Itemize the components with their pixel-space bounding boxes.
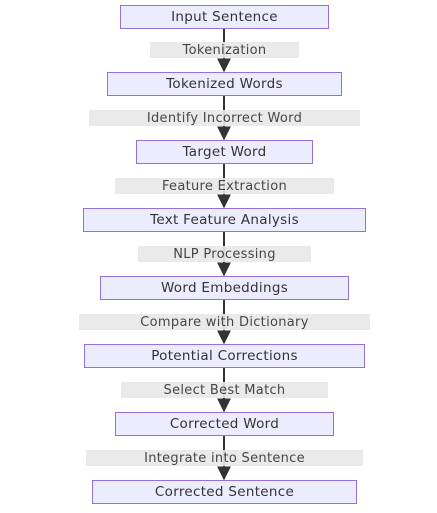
node-target-word: Target Word [136,140,313,164]
edge-label-integrate-into-sentence: Integrate into Sentence [86,450,363,466]
node-word-embeddings: Word Embeddings [100,276,349,300]
node-input-sentence: Input Sentence [120,5,329,29]
node-tokenized-words: Tokenized Words [107,72,342,96]
edge-label-compare-with-dictionary: Compare with Dictionary [79,314,370,330]
edge-label-identify-incorrect-word: Identify Incorrect Word [89,110,360,126]
node-corrected-sentence: Corrected Sentence [92,480,357,504]
edge-label-tokenization: Tokenization [150,42,299,58]
edge-label-nlp-processing: NLP Processing [138,246,311,262]
edge-label-feature-extraction: Feature Extraction [115,178,334,194]
node-potential-corrections: Potential Corrections [84,344,365,368]
edge-label-select-best-match: Select Best Match [121,382,328,398]
node-corrected-word: Corrected Word [115,412,334,436]
node-text-feature-analysis: Text Feature Analysis [83,208,366,232]
